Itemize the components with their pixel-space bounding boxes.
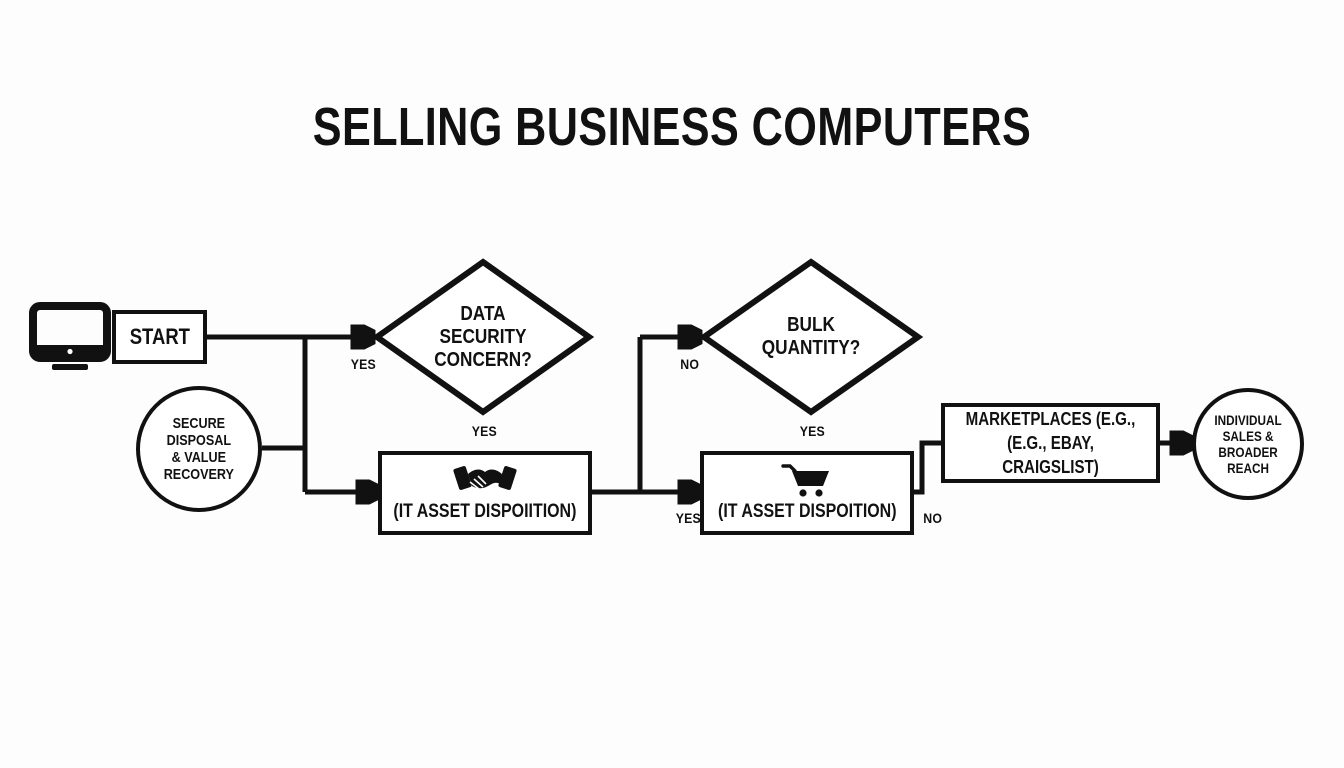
node-secure-disposal[interactable]: SECURE DISPOSAL & VALUE RECOVERY [136, 386, 262, 512]
node-marketplaces-label: MARKETPLACES (E.G., (E.G., EBAY, CRAIGSL… [965, 409, 1136, 477]
node-itad-handshake-label: (IT ASSET DISPOIITION) [393, 501, 577, 522]
node-data-security-label: DATA SECURITY CONCERN? [434, 302, 532, 371]
node-start-label: START [129, 323, 190, 349]
edge-label-handshake-to-bulk: NO [680, 356, 700, 372]
shopping-cart-icon [779, 461, 835, 499]
edge-label-bulk-down: YES [799, 423, 825, 439]
node-itad-cart-label: (IT ASSET DISPOITION) [717, 501, 897, 522]
node-itad-cart[interactable]: (IT ASSET DISPOITION) [700, 451, 914, 535]
node-secure-disposal-label: SECURE DISPOSAL & VALUE RECOVERY [163, 415, 235, 483]
desktop-monitor-icon [28, 302, 112, 372]
node-marketplaces[interactable]: MARKETPLACES (E.G., (E.G., EBAY, CRAIGSL… [941, 403, 1160, 483]
node-individual-sales[interactable]: INDIVIDUAL SALES & BROADER REACH [1192, 388, 1304, 500]
wire-cart-to-marketplaces [914, 440, 941, 495]
node-data-security[interactable]: DATA SECURITY CONCERN? [371, 258, 595, 416]
node-bulk-quantity-label: BULK QUANTITY? [761, 314, 861, 359]
node-itad-handshake[interactable]: (IT ASSET DISPOIITION) [378, 451, 592, 535]
edge-label-cart-to-marketplaces: NO [923, 510, 943, 526]
node-bulk-quantity[interactable]: BULK QUANTITY? [698, 258, 924, 416]
page-title: SELLING BUSINESS COMPUTERS [312, 97, 1032, 157]
edge-label-start-to-data-security: YES [350, 356, 376, 372]
node-individual-sales-label: INDIVIDUAL SALES & BROADER REACH [1214, 412, 1282, 476]
edge-label-trunk-to-cart: YES [675, 510, 701, 526]
node-start[interactable]: START [112, 310, 207, 364]
edge-label-data-security-down: YES [471, 423, 497, 439]
handshake-icon [453, 461, 517, 499]
